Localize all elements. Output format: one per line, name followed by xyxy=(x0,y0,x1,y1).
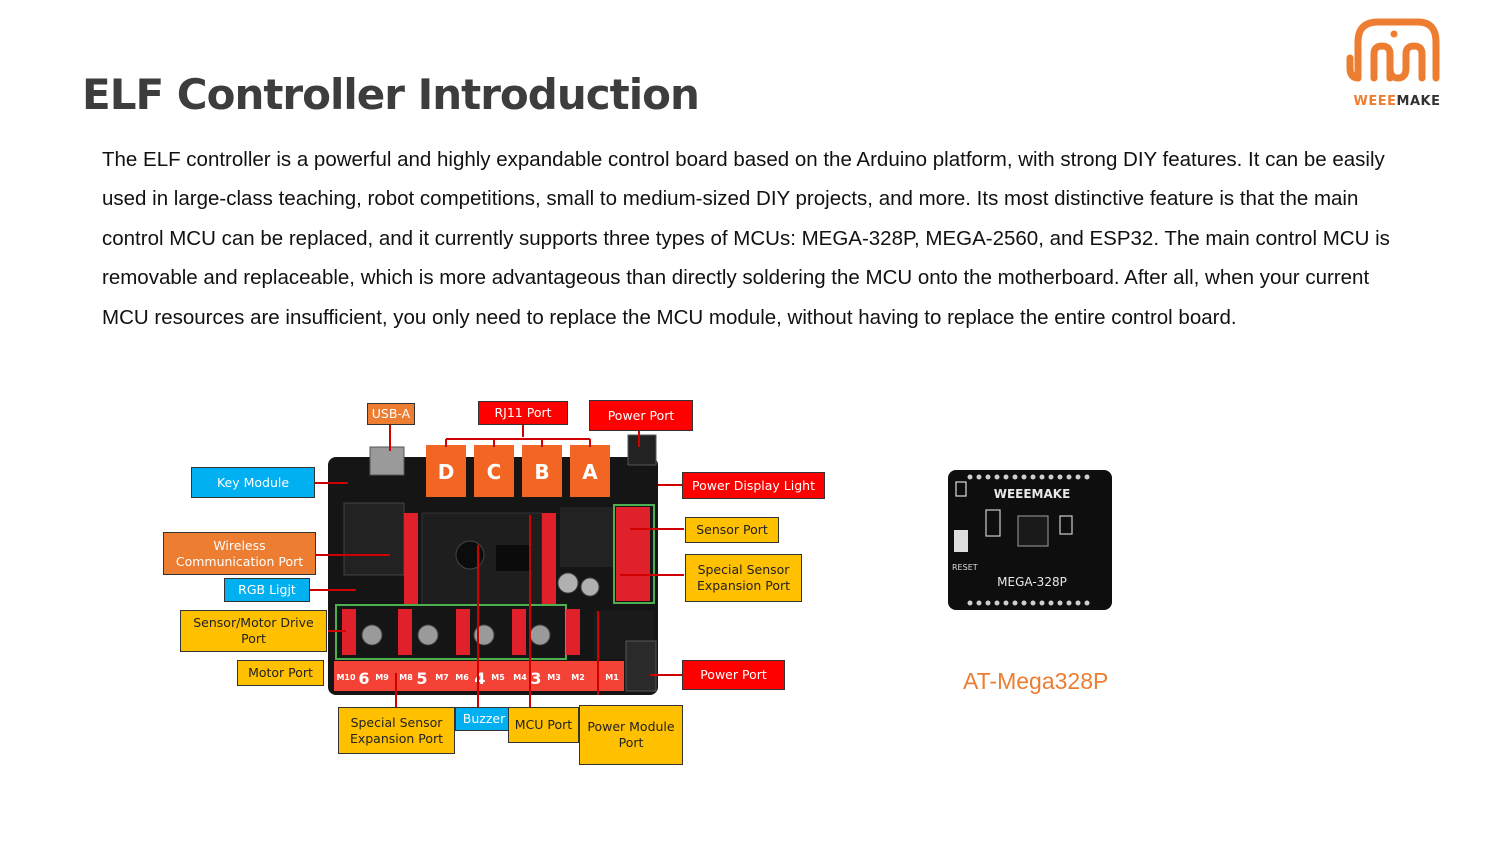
label-key-module: Key Module xyxy=(191,467,315,498)
wireless-module xyxy=(343,502,405,576)
mcu-module-image: WEEEMAKE RESET MEGA-328P xyxy=(948,470,1112,610)
buzzer-component xyxy=(455,540,485,570)
drive-capacitor-2 xyxy=(417,624,439,646)
label-power-port-top: Power Port xyxy=(589,400,693,431)
label-sensor-port: Sensor Port xyxy=(685,517,779,543)
motor-label-3: M8 xyxy=(399,673,413,682)
sensor-port-outline xyxy=(613,504,655,604)
motor-label-6: M6 xyxy=(455,673,469,682)
drive-header-2 xyxy=(398,609,412,655)
rj11-letter-b: B xyxy=(534,460,549,484)
sensor-port-header xyxy=(616,507,650,601)
logo-wordmark: WEEEMAKE xyxy=(1336,94,1458,109)
drive-header-3 xyxy=(456,609,470,655)
power-jack-top xyxy=(627,434,657,466)
mcu-reset-button xyxy=(954,530,968,552)
elf-board-diagram: D C B A xyxy=(150,395,840,775)
label-power-display-light: Power Display Light xyxy=(682,472,825,499)
header-strip-left xyxy=(404,513,418,605)
motor-label-4: 5 xyxy=(416,669,427,688)
drive-header-4 xyxy=(512,609,526,655)
label-motor-port: Motor Port xyxy=(237,660,324,686)
mcu-led xyxy=(955,481,967,497)
power-jack-bottom xyxy=(625,640,657,692)
board-illustration: D C B A xyxy=(310,425,684,707)
rj11-port-c xyxy=(474,445,514,497)
capacitor-2 xyxy=(580,577,600,597)
label-rj11-port: RJ11 Port xyxy=(478,401,568,425)
label-usb-a: USB-A xyxy=(367,403,415,425)
mcu-pin-row-bottom xyxy=(967,600,1090,606)
label-connector-lines xyxy=(310,425,684,707)
rj11-port-a xyxy=(570,445,610,497)
label-wireless-comm-port: Wireless Communication Port xyxy=(163,532,316,575)
motor-label-9: M4 xyxy=(513,673,527,682)
mcu-smd-right xyxy=(1059,515,1073,535)
mcu-pin-row-top xyxy=(967,474,1090,480)
ic-chip xyxy=(496,545,532,571)
drive-capacitor-1 xyxy=(361,624,383,646)
mcu-chip xyxy=(1017,515,1049,547)
page-title: ELF Controller Introduction xyxy=(82,70,700,119)
label-special-sensor-right: Special Sensor Expansion Port xyxy=(685,554,802,602)
mcu-module-illustration: WEEEMAKE RESET MEGA-328P xyxy=(948,470,1112,610)
drive-header-5 xyxy=(566,609,580,655)
rj11-letter-c: C xyxy=(487,460,502,484)
motor-label-8: M5 xyxy=(491,673,505,682)
motor-label-7: 4 xyxy=(474,669,485,688)
logo-wordmark-right: MAKE xyxy=(1396,94,1441,109)
rj11-letter-a: A xyxy=(582,460,598,484)
label-power-module-port: Power Module Port xyxy=(579,705,683,765)
motor-label-5: M7 xyxy=(435,673,449,682)
capacitor-1 xyxy=(557,572,579,594)
label-rgb-light: RGB Ligjt xyxy=(224,578,310,602)
drive-header-1 xyxy=(342,609,356,655)
drive-capacitor-4 xyxy=(529,624,551,646)
motor-label-2: M9 xyxy=(375,673,389,682)
logo-wordmark-left: WEEE xyxy=(1353,94,1397,109)
drive-ports xyxy=(342,609,580,655)
label-special-sensor-bottom: Special Sensor Expansion Port xyxy=(338,707,455,754)
motor-label-11: M3 xyxy=(547,673,561,682)
label-mcu-port: MCU Port xyxy=(508,707,579,743)
intro-paragraph: The ELF controller is a powerful and hig… xyxy=(102,148,1390,329)
header-strip-center xyxy=(542,513,556,605)
rj11-port-b xyxy=(522,445,562,497)
rj11-letter-d: D xyxy=(438,460,455,484)
mcu-caption: AT-Mega328P xyxy=(963,668,1109,694)
motor-label-12: M2 xyxy=(571,673,585,682)
elephant-logo-icon xyxy=(1346,18,1440,82)
mcu-model-text: MEGA-328P xyxy=(997,575,1067,589)
motor-label-0: M10 xyxy=(336,673,356,682)
mcu-smd-left xyxy=(985,509,1001,537)
motor-label-1: 6 xyxy=(358,669,369,688)
usb-a-connector xyxy=(369,446,405,476)
motor-driver-area xyxy=(560,507,614,567)
label-buzzer: Buzzer xyxy=(455,707,513,731)
weeemake-logo: WEEEMAKE xyxy=(1336,12,1458,112)
motor-label-10: 3 xyxy=(530,669,541,688)
mcu-reset-label: RESET xyxy=(952,563,978,572)
mcu-brand-text: WEEEMAKE xyxy=(994,487,1071,501)
motor-label-13: M1 xyxy=(605,673,619,682)
rj11-port-d xyxy=(426,445,466,497)
label-sensor-motor-drive: Sensor/Motor Drive Port xyxy=(180,610,327,652)
rj11-ports: D C B A xyxy=(426,445,610,497)
label-power-port-bottom: Power Port xyxy=(682,660,785,690)
